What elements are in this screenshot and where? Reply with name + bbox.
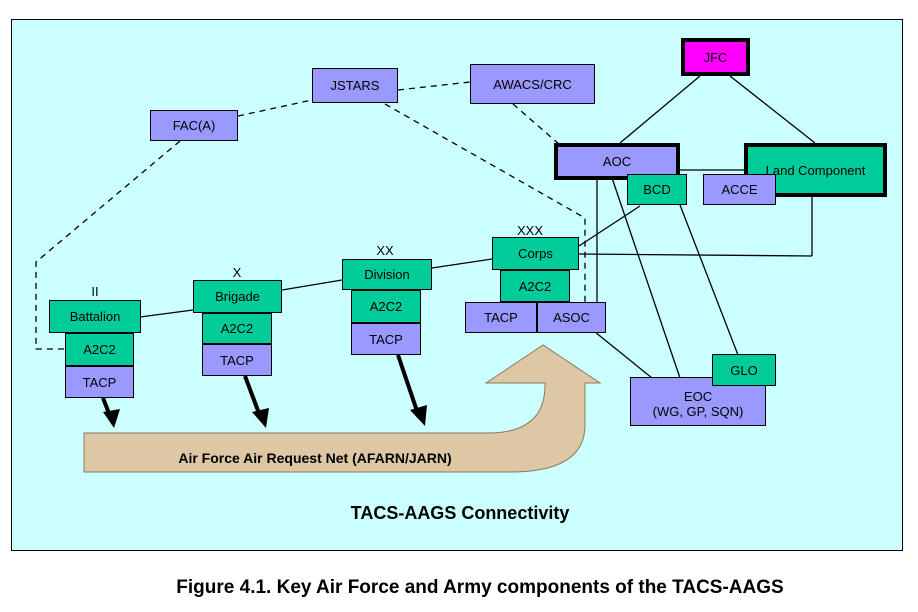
- figure-caption: Figure 4.1. Key Air Force and Army compo…: [176, 577, 784, 598]
- jstars-node: JSTARS: [312, 68, 398, 103]
- land-component-node: Land Component: [744, 143, 887, 197]
- diagram-title: TACS-AAGS Connectivity: [350, 503, 570, 523]
- brigade-node: Brigade: [193, 280, 282, 313]
- bcd-node: BCD: [627, 174, 687, 205]
- aoc-node: AOC: [554, 143, 680, 180]
- afarn-label: Air Force Air Request Net (AFARN/JARN): [178, 450, 452, 466]
- afarn-arrow: [83, 344, 602, 473]
- echelon-corps: XXX: [516, 223, 543, 238]
- corps-node: Corps: [492, 237, 579, 270]
- dashed-connectors: [35, 81, 586, 350]
- eoc-label: EOC: [683, 388, 713, 404]
- brigade-tacp-node: TACP: [202, 344, 272, 376]
- request-arrows: [101, 354, 427, 428]
- battalion-tacp-node: TACP: [65, 366, 134, 398]
- glo-node: GLO: [712, 354, 776, 386]
- fac-a-node: FAC(A): [150, 110, 238, 141]
- corps-tacp-node: TACP: [465, 302, 537, 333]
- corps-a2c2-node: A2C2: [500, 270, 570, 302]
- brigade-a2c2-node: A2C2: [202, 313, 272, 344]
- battalion-a2c2-node: A2C2: [65, 333, 134, 366]
- division-tacp-node: TACP: [351, 323, 421, 355]
- echelon-battalion: II: [91, 284, 99, 299]
- acce-node: ACCE: [703, 174, 776, 205]
- solid-connectors: [139, 75, 816, 379]
- echelon-division: XX: [376, 243, 394, 258]
- battalion-node: Battalion: [49, 300, 141, 333]
- division-node: Division: [342, 259, 432, 290]
- eoc-node: EOC (WG, GP, SQN): [630, 377, 766, 426]
- jfc-node: JFC: [681, 38, 750, 76]
- eoc-sub-label: (WG, GP, SQN): [652, 403, 744, 419]
- echelon-brigade: X: [232, 265, 242, 280]
- division-a2c2-node: A2C2: [351, 290, 421, 323]
- asoc-node: ASOC: [537, 302, 606, 333]
- awacs-crc-node: AWACS/CRC: [470, 64, 595, 104]
